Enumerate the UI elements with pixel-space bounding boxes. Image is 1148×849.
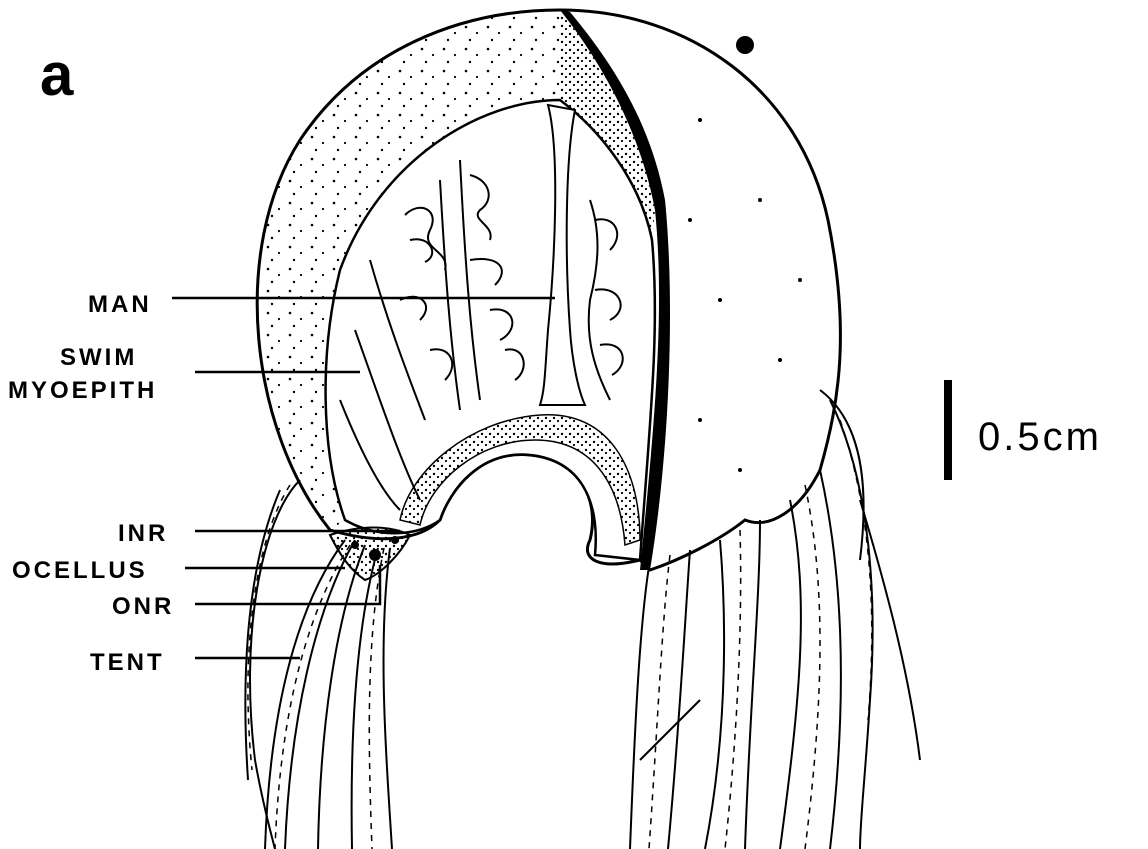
panel-label: a — [40, 41, 74, 108]
ocellus-cluster — [330, 528, 410, 581]
label-onr: ONR — [112, 593, 174, 620]
label-ocellus: OCELLUS — [12, 557, 148, 584]
label-myoepith: MYOEPITH — [8, 377, 157, 404]
scale-bar-label: 0.5cm — [978, 415, 1102, 459]
label-inr: INR — [118, 520, 168, 547]
label-man: MAN — [88, 291, 152, 318]
scale-bar: 0.5cm — [948, 380, 1102, 480]
label-tent: TENT — [90, 649, 165, 676]
label-swim: SWIM — [60, 344, 137, 371]
